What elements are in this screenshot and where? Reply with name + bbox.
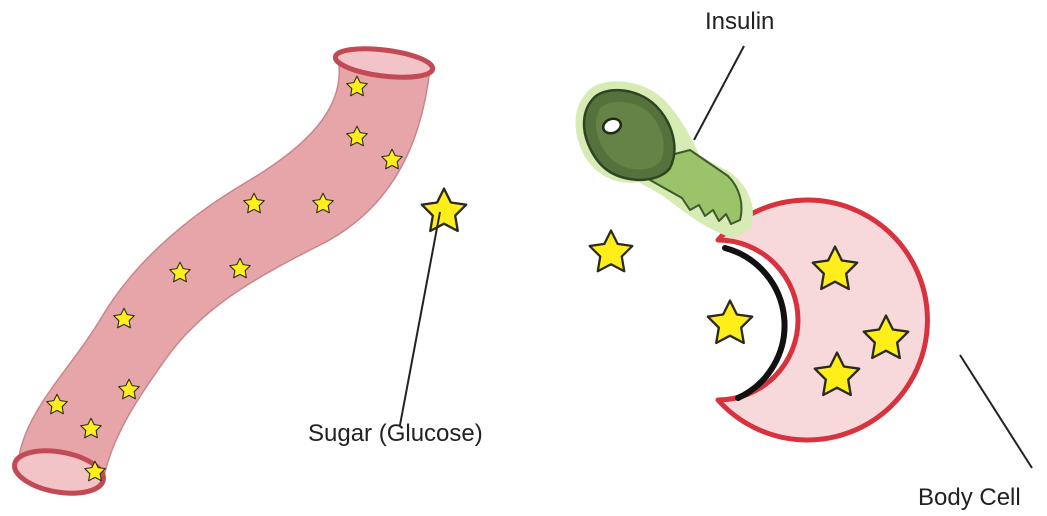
free-glucose-star-icon [422,189,466,231]
vessel-body [18,58,430,481]
cell-glucose-star-icon [708,301,752,343]
free-glucose-star-icon [590,231,633,272]
insulin-key-icon [581,87,746,232]
sugar-leader-line [400,212,440,425]
body-cell-leader-line [960,355,1032,468]
insulin-label: Insulin [705,10,774,34]
body-cell-label: Body Cell [918,486,1021,510]
insulin-leader-line [694,46,744,140]
sugar-glucose-label: Sugar (Glucose) [308,422,483,446]
body-cell [708,200,928,440]
